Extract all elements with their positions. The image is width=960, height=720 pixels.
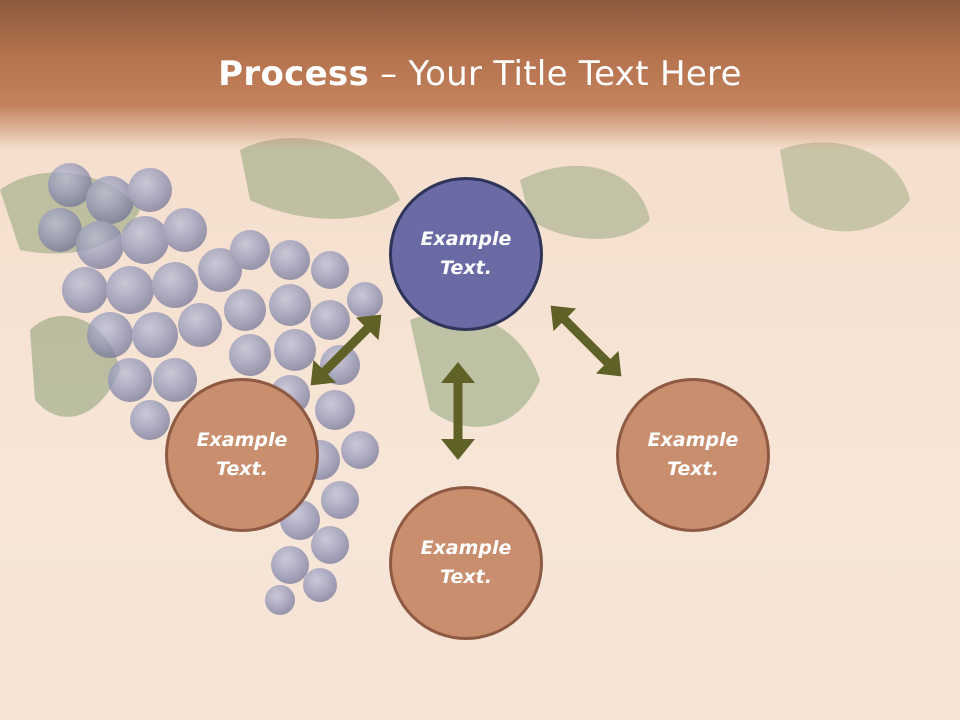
title-bar <box>0 0 960 150</box>
node-bottom-line1: Example <box>420 537 512 559</box>
node-bottom-line2: Text. <box>440 566 492 588</box>
node-center-line2: Text. <box>440 257 492 279</box>
node-right-line1: Example <box>647 429 739 451</box>
process-node-bottom: Example Text. <box>389 486 543 640</box>
process-node-center: Example Text. <box>389 177 543 331</box>
node-left-line2: Text. <box>216 458 268 480</box>
slide-title: Process – Your Title Text Here <box>0 52 960 96</box>
process-node-left: Example Text. <box>165 378 319 532</box>
node-center-line1: Example <box>420 228 512 250</box>
node-right-line2: Text. <box>667 458 719 480</box>
title-bold: Process <box>218 54 370 94</box>
title-rest: – Your Title Text Here <box>369 54 742 94</box>
process-node-right: Example Text. <box>616 378 770 532</box>
arrow-center-bottom <box>441 362 475 460</box>
arrow-center-right <box>550 305 622 377</box>
node-left-line1: Example <box>196 429 288 451</box>
arrow-center-left <box>310 314 382 386</box>
